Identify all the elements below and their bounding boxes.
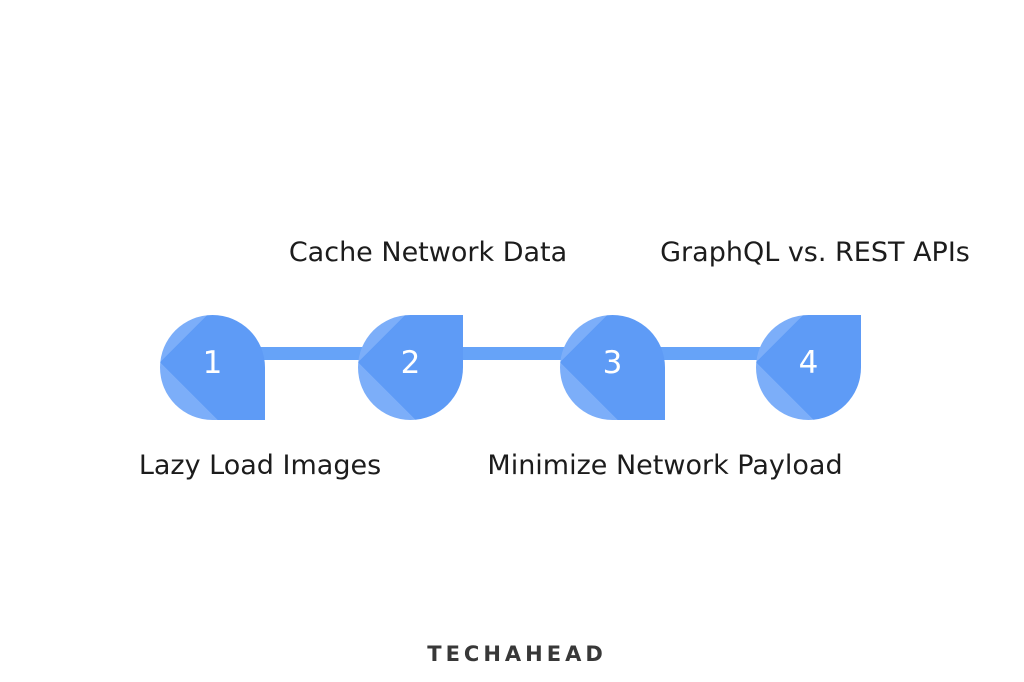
step-label-graphql-vs-rest-apis: GraphQL vs. REST APIs [660, 237, 970, 268]
step-number: 1 [202, 345, 223, 381]
step-badge-3: 3 [560, 315, 665, 420]
step-label-minimize-network-payload: Minimize Network Payload [487, 450, 843, 481]
step-number: 4 [798, 345, 819, 381]
step-number: 3 [602, 345, 623, 381]
step-badge-4: 4 [756, 315, 861, 420]
step-label-cache-network-data: Cache Network Data [288, 237, 568, 268]
step-badge-2: 2 [358, 315, 463, 420]
connector-line [212, 347, 808, 360]
step-number: 2 [400, 345, 421, 381]
step-label-lazy-load-images: Lazy Load Images [138, 450, 382, 481]
techahead-logo: TECHAHEAD [427, 642, 607, 666]
step-badge-1: 1 [160, 315, 265, 420]
